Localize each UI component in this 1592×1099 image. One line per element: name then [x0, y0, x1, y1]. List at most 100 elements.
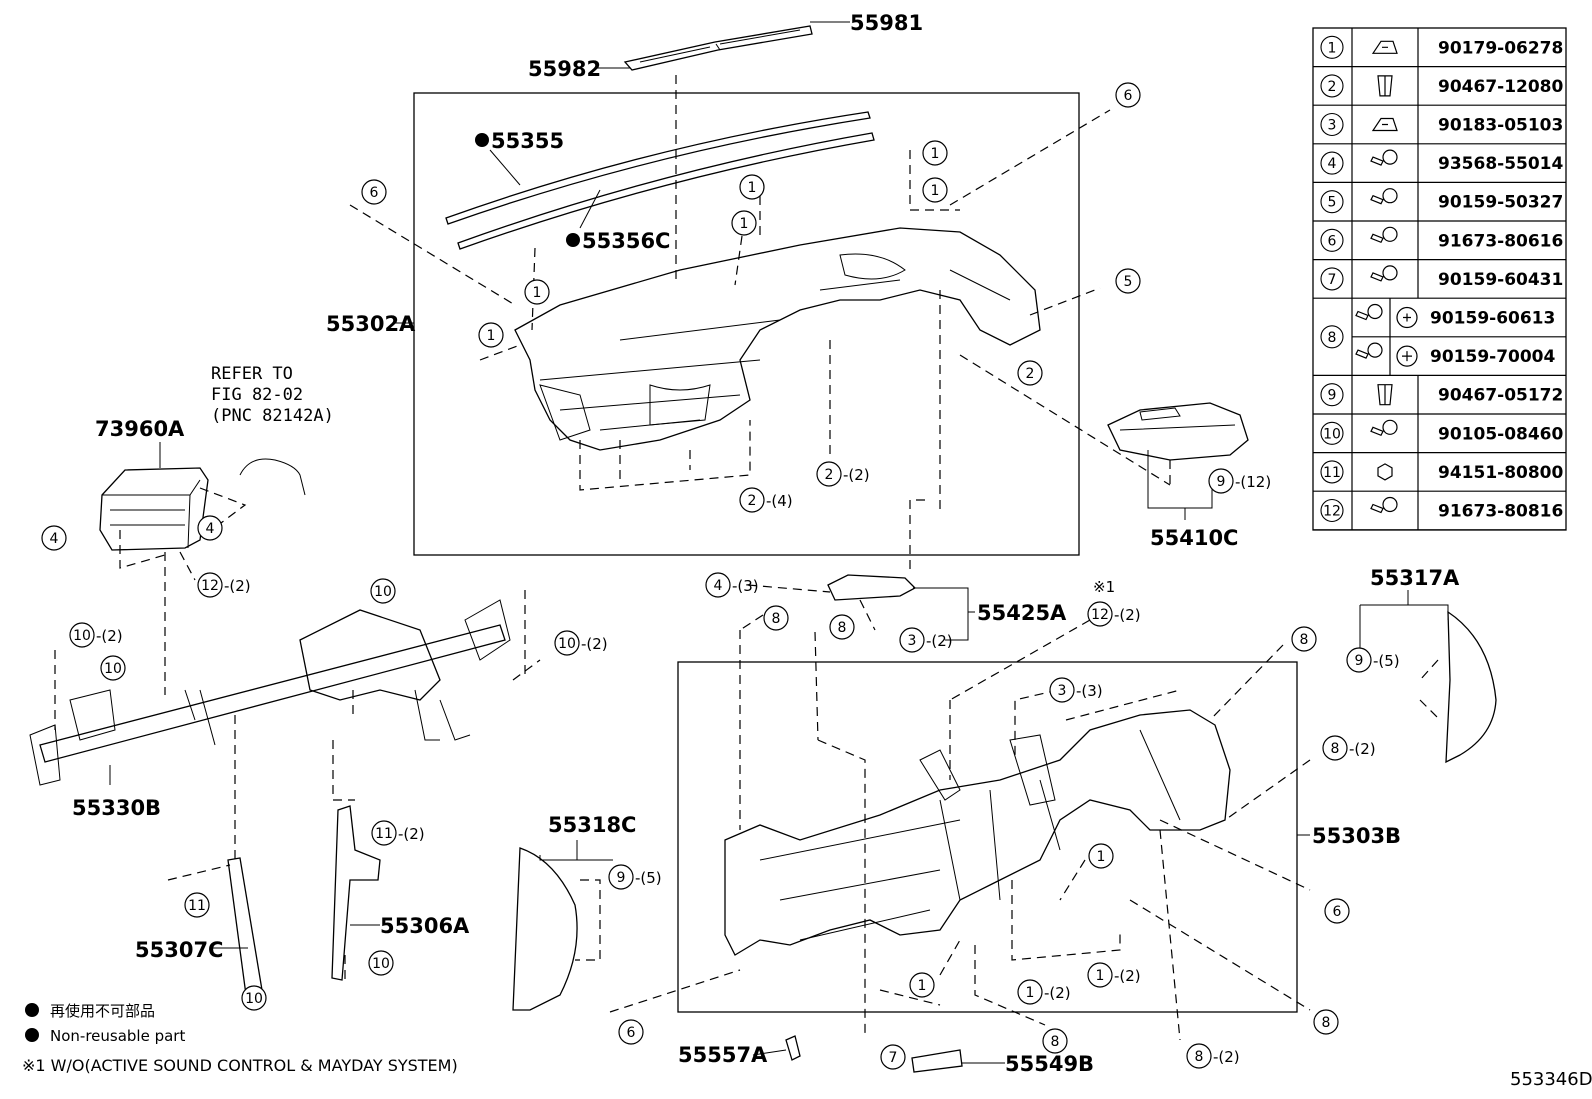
label-73960a: 73960A [95, 417, 185, 441]
label-55981: 55981 [850, 11, 923, 35]
callout-number: 6 [1124, 88, 1133, 104]
callout-circle [1017, 979, 1043, 1005]
table-row-part-number: 91673-80816 [1438, 502, 1563, 522]
non-reusable-dot-icon [475, 133, 489, 147]
callout-number: 1 [1097, 849, 1106, 865]
callout-4: 4 [41, 525, 67, 551]
table-row-number: 7 [1328, 272, 1337, 288]
clip-nut-icon [1371, 40, 1398, 54]
callout-6: 6 [1324, 898, 1350, 924]
callout-circle [554, 630, 580, 656]
wire-harness-shape [239, 458, 306, 496]
bolt-icon [1370, 496, 1398, 514]
callout-5: 5 [1115, 268, 1141, 294]
legend-dot-icon [25, 1028, 39, 1042]
callout-number: 6 [1333, 904, 1342, 920]
table-row-number-circle [1320, 498, 1344, 523]
table-row-number-circle [1320, 421, 1344, 445]
torx-head-icon [1396, 306, 1418, 329]
airbag-computer-shape [99, 467, 209, 551]
callout-10: 10 [370, 578, 396, 604]
callout-circle [922, 177, 948, 203]
table-row-part-number: 90179-06278 [1438, 38, 1563, 58]
bolt-icon [1370, 188, 1398, 205]
table-row-number-circle [1320, 74, 1344, 98]
nut-icon [1377, 463, 1393, 481]
callout-circle [241, 985, 267, 1011]
callout-quantity: -(2) [1349, 740, 1376, 758]
table-row-number: 1 [1328, 40, 1337, 56]
table-row-part-number: 94151-80800 [1438, 463, 1564, 483]
callout-quantity: -(2) [224, 577, 251, 595]
callout-1: 1 [922, 177, 948, 203]
table-row-number-circle [1320, 35, 1344, 59]
callout-quantity: -(2) [1044, 984, 1071, 1002]
bolt-icon [1370, 419, 1398, 437]
clip-nut-icon [1371, 117, 1398, 132]
label-55302a: 55302A [326, 312, 416, 336]
callout-number: 2 [1026, 366, 1035, 382]
callout-3: 3-(3) [1049, 677, 1103, 703]
label-55330b: 55330B [72, 796, 161, 820]
table-row-number: 12 [1323, 504, 1341, 520]
callout-8: 8 [763, 605, 789, 631]
callout-circle [1017, 360, 1043, 386]
table-row-part-number: 90159-70004 [1430, 347, 1556, 367]
table-row-part-number: 90159-60613 [1430, 309, 1555, 329]
callout-2: 2-(2) [816, 461, 870, 487]
table-row-part-number: 90105-08460 [1438, 424, 1564, 444]
callout-number: 9 [617, 870, 626, 886]
label-55549b: 55549B [1005, 1052, 1094, 1076]
callout-8: 8-(2) [1322, 735, 1376, 761]
callout-2: 2-(4) [739, 487, 793, 513]
callout-number: 1 [918, 978, 927, 994]
callout-circle [184, 892, 210, 918]
callout-circle [370, 578, 396, 604]
callout-10: 10 [368, 950, 394, 976]
table-row-part-number: 90467-12080 [1438, 77, 1564, 97]
label-55317a: 55317A [1370, 566, 1460, 590]
callout-number: 1 [748, 180, 757, 196]
bolt-icon [1370, 149, 1398, 166]
callout-6: 6 [361, 179, 387, 205]
callout-1: 1-(2) [1017, 979, 1071, 1005]
callout-8: 8 [1291, 626, 1317, 652]
note-mark-1: ※1 [1093, 578, 1115, 596]
callout-number: 8 [838, 620, 847, 636]
callout-circle [731, 210, 757, 236]
label-55982: 55982 [528, 57, 601, 81]
callout-11: 11 [184, 892, 210, 918]
callout-9: 9-(5) [608, 864, 662, 890]
label-55410c: 55410C [1150, 526, 1238, 550]
push-clip-icon [1377, 75, 1393, 97]
callout-circle [1049, 677, 1075, 703]
callout-number: 10 [372, 956, 390, 972]
callout-number: 1 [533, 285, 542, 301]
callout-number: 1 [487, 328, 496, 344]
callout-number: 2 [825, 467, 834, 483]
table-row-number: 9 [1328, 388, 1337, 404]
instrument-panel-shape [514, 227, 1041, 451]
callout-1: 1 [922, 140, 948, 166]
table-row-part-number: 93568-55014 [1438, 154, 1564, 174]
group-box-upper-pad [413, 92, 1080, 556]
callout-circle [478, 322, 504, 348]
callout-group: 61111611522-(2)2-(4)9-(12)4412-(2)10-(2)… [41, 82, 1400, 1070]
callout-3: 3-(2) [899, 627, 953, 653]
callout-circle [1322, 735, 1348, 761]
callout-1: 1 [478, 322, 504, 348]
callout-circle [371, 820, 397, 846]
legend-note: ※1 W/O(ACTIVE SOUND CONTROL & MAYDAY SYS… [22, 1056, 458, 1075]
callout-circle [763, 605, 789, 631]
legend-dot-icon [25, 1003, 39, 1017]
callout-quantity: -(2) [926, 632, 953, 650]
label-55307c: 55307C [135, 938, 223, 962]
callout-circle [1324, 898, 1350, 924]
callout-circle [909, 972, 935, 998]
callout-circle [1087, 962, 1113, 988]
callout-circle [41, 525, 67, 551]
